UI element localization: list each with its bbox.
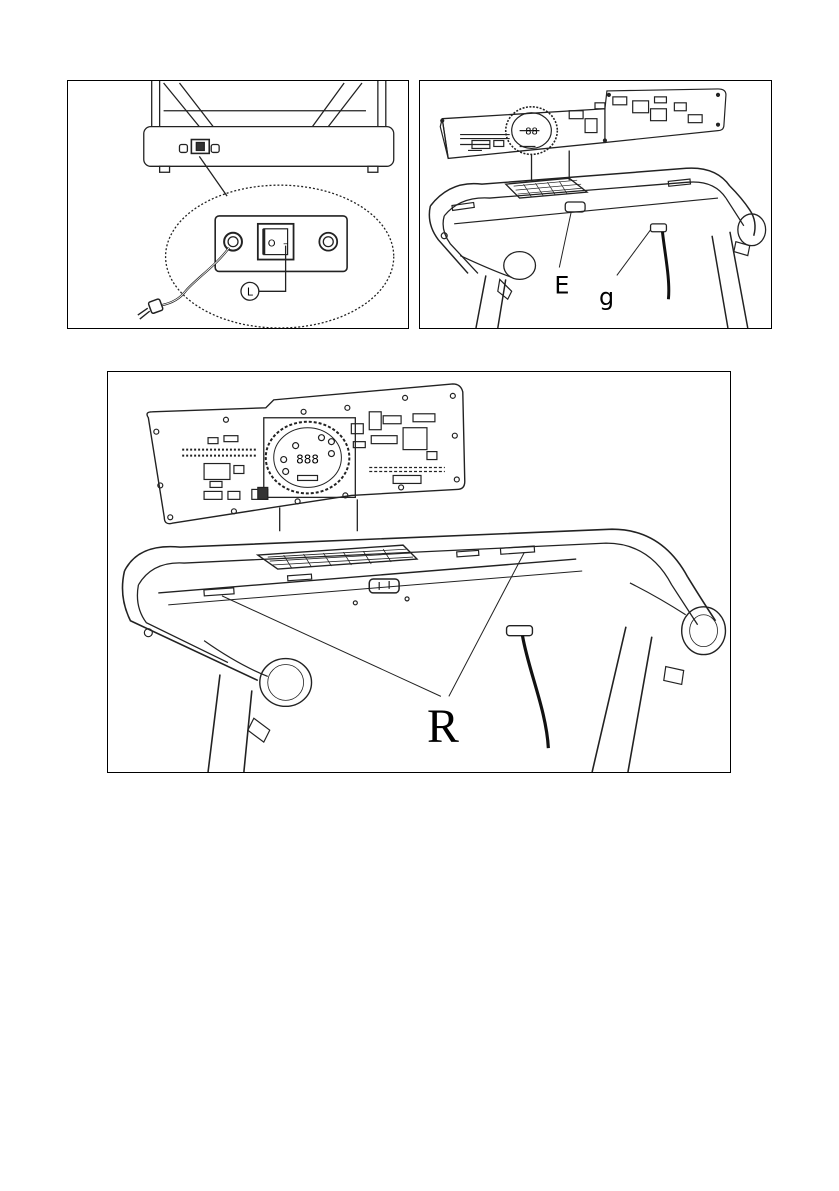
console-sensors-illustration: 888 R — [108, 372, 730, 772]
switch-mark-off: O — [268, 239, 276, 250]
switch-mark-on: – — [283, 239, 288, 250]
figure-console-sensors: 888 R — [107, 371, 731, 773]
callout-label-r: R — [427, 700, 459, 753]
gauge-readout: 88 — [525, 127, 538, 138]
callout-label-l: L — [247, 285, 254, 298]
console-display-readout: 888 — [296, 453, 319, 467]
console-cable-illustration: 88 E g — [420, 81, 771, 328]
power-switch-illustration: O – L — [68, 81, 408, 328]
figure-console-cable: 88 E g — [419, 80, 772, 329]
callout-label-e: E — [554, 271, 569, 299]
figure-power-switch: O – L — [67, 80, 409, 329]
callout-label-g: g — [599, 283, 614, 311]
